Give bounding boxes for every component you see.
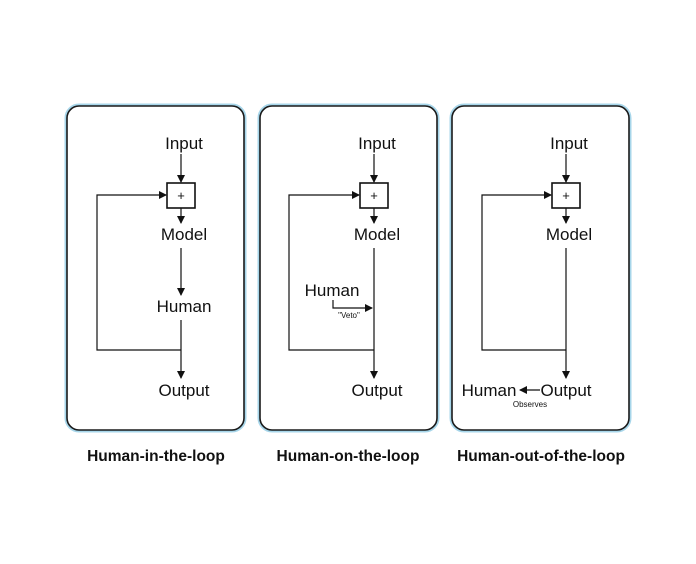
sum-symbol: + <box>177 188 185 203</box>
sum-node <box>359 182 389 209</box>
feedback-loop-arrow <box>288 191 374 351</box>
sum-node <box>166 182 196 209</box>
input-label: Input <box>165 134 203 153</box>
observes-label: Observes <box>513 400 547 409</box>
panel-frame <box>259 105 438 431</box>
human-label: Human <box>462 381 517 400</box>
feedback-loop-arrow <box>96 191 181 351</box>
model-label: Model <box>161 225 207 244</box>
panel-frame <box>451 105 630 431</box>
human-label: Human <box>157 297 212 316</box>
veto-label: "Veto" <box>338 311 360 320</box>
panel-human-in-the-loop: Input + Model Human Output Human-in-the-… <box>64 103 247 465</box>
model-label: Model <box>354 225 400 244</box>
sum-node <box>551 182 581 209</box>
panel-caption: Human-in-the-loop <box>87 448 225 465</box>
output-label: Output <box>158 381 209 400</box>
human-label: Human <box>305 281 360 300</box>
panel-frame <box>66 105 245 431</box>
output-label: Output <box>540 381 591 400</box>
panel-human-out-of-the-loop: Input + Model Output Human Observes Huma… <box>449 103 632 465</box>
input-label: Input <box>358 134 396 153</box>
model-label: Model <box>546 225 592 244</box>
panel-caption: Human-out-of-the-loop <box>457 448 625 465</box>
panel-human-on-the-loop: Input + Model Human "Veto" Output Human-… <box>257 103 440 465</box>
feedback-loop-arrow <box>481 191 566 351</box>
output-label: Output <box>351 381 402 400</box>
input-label: Input <box>550 134 588 153</box>
sum-symbol: + <box>562 188 570 203</box>
panel-caption: Human-on-the-loop <box>277 448 420 465</box>
sum-symbol: + <box>370 188 378 203</box>
veto-arrow <box>332 300 373 312</box>
